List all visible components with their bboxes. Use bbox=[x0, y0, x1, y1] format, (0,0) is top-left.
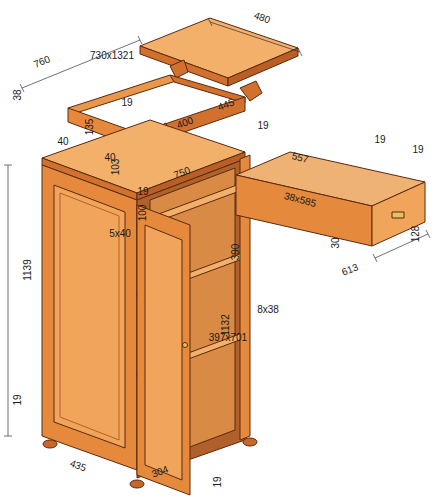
dimension-label: 730x1321 bbox=[89, 50, 135, 62]
dimension-lines-part bbox=[373, 230, 430, 262]
dimension-label: 135 bbox=[84, 118, 96, 137]
dimension-label: 435 bbox=[67, 457, 89, 475]
open-door-part bbox=[137, 205, 190, 495]
dimension-label: 8x38 bbox=[256, 304, 280, 316]
dimension-label: 19 bbox=[411, 144, 424, 156]
dimension-label: 613 bbox=[339, 261, 361, 279]
top-board-part bbox=[228, 48, 298, 86]
dimension-label: 557 bbox=[289, 150, 310, 166]
drawer-part bbox=[392, 212, 404, 218]
feet-part bbox=[43, 440, 57, 448]
open-door-part bbox=[145, 225, 182, 480]
dimension-label: 5x40 bbox=[108, 228, 132, 240]
drawer-part bbox=[372, 182, 425, 246]
dimension-label: 445 bbox=[215, 96, 237, 114]
dimension-lines-part bbox=[208, 18, 302, 56]
dimension-lines-part bbox=[4, 165, 12, 436]
dimension-label: 19 bbox=[12, 393, 24, 406]
top-board bbox=[140, 18, 298, 101]
dimension-label: 304 bbox=[149, 463, 171, 481]
dimension-label: 19 bbox=[212, 475, 224, 488]
side-panel bbox=[42, 165, 137, 470]
feet bbox=[43, 438, 257, 488]
dimension-label: 38x585 bbox=[282, 190, 319, 211]
crown-frame-part bbox=[68, 75, 176, 113]
dimension-lines bbox=[4, 18, 430, 436]
dimension-label: 38 bbox=[12, 88, 24, 101]
top-board-part bbox=[140, 18, 298, 78]
dimension-label: 1139 bbox=[22, 258, 34, 282]
drawer-part bbox=[236, 175, 372, 246]
dimension-label: 390 bbox=[230, 243, 242, 262]
dimension-label: 19 bbox=[136, 186, 149, 198]
dimension-label: 400 bbox=[174, 114, 196, 132]
dimension-lines-part bbox=[20, 36, 142, 92]
dimension-label: 19 bbox=[120, 97, 133, 109]
dimension-label: 760 bbox=[31, 53, 53, 71]
dimension-label: 100 bbox=[137, 204, 149, 223]
side-panel-part bbox=[54, 185, 125, 448]
feet-part bbox=[243, 438, 257, 446]
dimension-label: 397x701 bbox=[208, 332, 248, 344]
dimension-label: 480 bbox=[251, 9, 273, 27]
drawer bbox=[236, 152, 425, 246]
open-door-part bbox=[183, 343, 188, 348]
dimension-label: 103 bbox=[110, 158, 122, 177]
dimension-label: 19 bbox=[256, 120, 269, 132]
dimension-label: 128 bbox=[410, 225, 422, 244]
dimension-label: 19 bbox=[373, 134, 386, 146]
side-panel-part bbox=[42, 165, 137, 470]
dimension-label: 40 bbox=[56, 136, 69, 148]
feet-part bbox=[130, 480, 144, 488]
open-door bbox=[137, 205, 190, 495]
dimension-label: 30 bbox=[330, 236, 342, 249]
dimension-label: 750 bbox=[171, 164, 193, 182]
